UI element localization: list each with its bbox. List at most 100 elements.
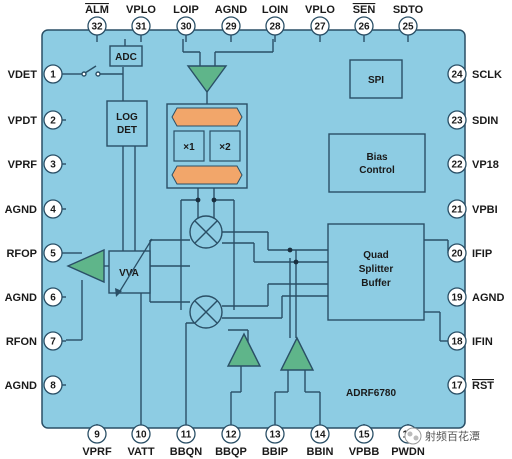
pin-25-sdto: 25 SDTO (393, 4, 424, 42)
log-det-block (106, 100, 148, 147)
pin-name: ALM (85, 4, 109, 16)
pin-number: 32 (91, 22, 103, 33)
spi-block (349, 59, 403, 99)
pin-number: 13 (269, 430, 281, 441)
pin-number: 26 (358, 22, 370, 33)
pin-number: 9 (94, 430, 100, 441)
pin-number: 2 (50, 116, 56, 127)
pin-12-marker (221, 424, 241, 444)
pin-name: VPLO (305, 4, 335, 16)
pin-32-marker (87, 16, 107, 36)
pin-14-marker (310, 424, 330, 444)
pin-number: 22 (451, 160, 463, 171)
pin-name: LOIN (262, 4, 288, 16)
pin-name: BBIN (307, 446, 334, 458)
pin-name: VATT (127, 446, 154, 458)
pin-number: 4 (50, 205, 56, 216)
pin-name: LOIP (173, 4, 199, 16)
vva-block (108, 250, 151, 294)
pin-18-marker (447, 331, 467, 351)
upper-mixer (189, 215, 223, 249)
pin-number: 25 (402, 22, 414, 33)
lower-mixer (189, 295, 223, 329)
pin-23-marker (447, 110, 467, 130)
pin-name: BBQN (170, 446, 202, 458)
bias-control-block (328, 133, 426, 193)
pin-name: AGND (472, 292, 504, 304)
x2-label: ×2 (219, 142, 231, 153)
pin-5-rfop: 5 RFOP (6, 243, 66, 263)
pin-5-marker (43, 243, 63, 263)
x2-block (209, 130, 241, 162)
pin-number: 17 (451, 381, 463, 392)
pin-name: RFON (6, 336, 37, 348)
pin-number: 20 (451, 249, 463, 260)
bbq-amplifier (226, 332, 262, 367)
pin-17-marker (447, 375, 467, 395)
log-det-label-1: LOG (116, 112, 138, 123)
pin-2-marker (43, 110, 63, 130)
part-number: ADRF6780 (346, 388, 396, 399)
pin-27-marker (310, 16, 330, 36)
pin-number: 28 (269, 22, 281, 33)
pin-name: VPRF (8, 159, 38, 171)
pin-name: VPRF (82, 446, 112, 458)
bbi-amplifier (279, 336, 315, 371)
pin-number: 5 (50, 249, 56, 260)
signal-wires (66, 39, 452, 424)
pin-number: 24 (451, 70, 463, 81)
pin-name: VPLO (126, 4, 156, 16)
pin-name: AGND (215, 4, 247, 16)
pin-29-marker (221, 16, 241, 36)
pin-32-alm: 32 ALM (85, 4, 109, 42)
pin-number: 19 (451, 293, 463, 304)
pin-9-marker (87, 424, 107, 444)
quad-splitter-block (327, 223, 425, 321)
pin-name: SDIN (472, 115, 498, 127)
shifter-bottom-shape (171, 165, 243, 185)
pin-name: RST (472, 380, 494, 392)
pin-25-marker (398, 16, 418, 36)
pin-number: 8 (50, 381, 56, 392)
pin-name: IFIP (472, 248, 492, 260)
pin-name: PWDN (391, 446, 425, 458)
pin-7-marker (43, 331, 63, 351)
pin-number: 29 (225, 22, 237, 33)
pin-number: 21 (451, 205, 463, 216)
pin-name: VPBI (472, 204, 498, 216)
pin-name: SDTO (393, 4, 424, 16)
pin-28-marker (265, 16, 285, 36)
pin-20-marker (447, 243, 467, 263)
x1-label: ×1 (183, 142, 195, 153)
pin-number: 18 (451, 337, 463, 348)
pin-1-marker (43, 64, 63, 84)
pin-name: BBQP (215, 446, 247, 458)
shifter-top-shape (171, 107, 243, 127)
pin-name: RFOP (6, 248, 37, 260)
watermark-icon (404, 427, 422, 445)
pin-10-marker (131, 424, 151, 444)
pin-name: SEN (353, 4, 376, 16)
bias-label-1: Bias (366, 152, 388, 163)
vva-arrow-head (115, 288, 122, 297)
log-det-label-2: DET (117, 125, 137, 136)
